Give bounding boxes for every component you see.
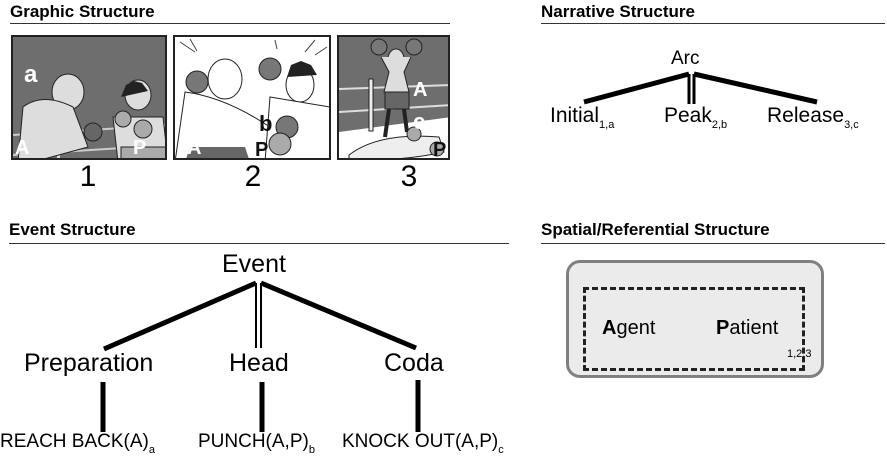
node-label: Peak xyxy=(664,104,712,127)
panel-number-3: 3 xyxy=(400,160,418,193)
panel-number-1: 1 xyxy=(79,160,97,193)
agent-label: A xyxy=(413,79,428,101)
patient-initial: P xyxy=(716,317,730,339)
agent-label: A xyxy=(187,137,202,159)
graphic-structure-heading: Graphic Structure xyxy=(10,2,155,21)
panel-1-illustration xyxy=(13,73,165,158)
agent-initial: A xyxy=(602,317,617,339)
narrative-structure-rule xyxy=(541,23,885,24)
event-leaf-knock-out: KNOCK OUT(A,P)c xyxy=(342,431,504,456)
beat-label-a: a xyxy=(24,61,38,88)
event-node-coda: Coda xyxy=(384,349,444,377)
patient-rest: atient xyxy=(729,317,779,339)
edge-event-preparation xyxy=(103,280,257,352)
agent-rest: gent xyxy=(616,317,656,339)
narrative-node-release: Release3,c xyxy=(767,104,859,131)
referential-subscript: 1,2,3 xyxy=(787,348,812,360)
leaf-subscript: c xyxy=(498,444,504,456)
leaf-subscript: b xyxy=(308,444,315,456)
leaf-label: REACH BACK(A) xyxy=(0,431,149,452)
event-node-preparation: Preparation xyxy=(24,349,154,377)
panel-number-2: 2 xyxy=(244,160,262,193)
leaf-label: KNOCK OUT(A,P) xyxy=(342,431,499,452)
comic-panel-2: b A P xyxy=(173,35,331,160)
narrative-node-initial: Initial1,a xyxy=(550,104,614,131)
event-structure-rule xyxy=(9,243,509,244)
patient-label: P xyxy=(433,139,447,160)
node-subscript: 1,a xyxy=(599,119,615,131)
narrative-structure-heading: Narrative Structure xyxy=(541,2,696,21)
agent-label: Agent xyxy=(602,317,655,340)
node-subscript: 2,b xyxy=(711,119,728,131)
event-structure-heading: Event Structure xyxy=(9,220,136,239)
spatial-scene-box: Agent Patient 1,2,3 xyxy=(566,260,824,378)
graphic-structure-rule xyxy=(10,23,450,24)
event-root: Event xyxy=(222,250,286,278)
comic-panel-1: a A P xyxy=(11,35,167,160)
beat-label-c: c xyxy=(413,109,426,134)
node-subscript: 3,c xyxy=(844,119,859,131)
edge-event-coda xyxy=(260,280,417,351)
spatial-structure-rule xyxy=(541,243,885,244)
panel-2-illustration xyxy=(175,38,329,158)
panel-3-illustration xyxy=(339,38,448,158)
patient-label: Patient xyxy=(716,317,778,340)
narrative-root-arc: Arc xyxy=(671,48,700,69)
referential-dashed-box xyxy=(583,287,805,371)
patient-label: P xyxy=(255,139,269,160)
spatial-structure-heading: Spatial/Referential Structure xyxy=(541,220,770,239)
edge-arc-release xyxy=(693,71,818,105)
edge-arc-initial xyxy=(583,71,690,105)
event-leaf-punch: PUNCH(A,P)b xyxy=(198,431,315,456)
narrative-node-peak: Peak2,b xyxy=(664,104,727,131)
event-leaf-reach-back: REACH BACK(A)a xyxy=(0,431,155,456)
leaf-label: PUNCH(A,P) xyxy=(198,431,309,452)
leaf-subscript: a xyxy=(148,444,155,456)
patient-label: P xyxy=(133,137,147,159)
agent-label: A xyxy=(15,137,30,159)
node-label: Release xyxy=(767,104,845,127)
event-node-head: Head xyxy=(229,349,289,377)
node-label: Initial xyxy=(550,104,600,127)
beat-label-b: b xyxy=(259,111,273,136)
comic-panel-3: c A P xyxy=(337,35,450,160)
